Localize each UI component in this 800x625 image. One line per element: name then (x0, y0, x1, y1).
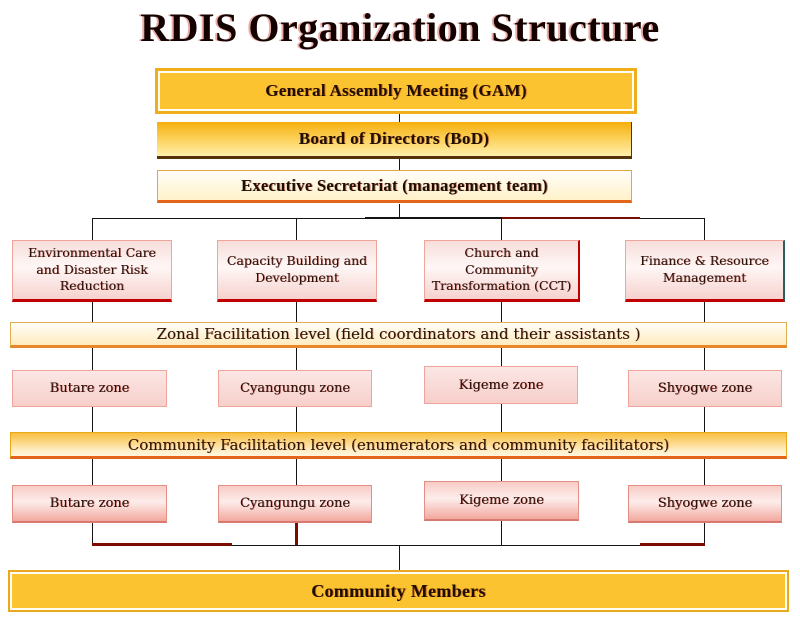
connector-exec-drop (399, 204, 400, 218)
box-executive-secretariat: Executive Secretariat (management team) (157, 170, 632, 203)
connector-bottom-rail-red-left (92, 543, 232, 546)
connector-zonal-zone1-3 (501, 348, 502, 366)
box-dept-environment: Environmental Care and Disaster Risk Red… (12, 240, 172, 302)
connector-drop-dept-2 (296, 218, 297, 240)
box-dept-cct-label: Church and Community Transformation (CCT… (431, 244, 572, 294)
box-zone1-shyogwe-label: Shyogwe zone (657, 381, 753, 396)
bar-community-facilitation: Community Facilitation level (enumerator… (10, 432, 787, 459)
connector-bottom-center-drop (399, 545, 400, 570)
box-board-of-directors-label: Board of Directors (BoD) (298, 129, 490, 148)
box-zone2-shyogwe-label: Shyogwe zone (657, 496, 753, 511)
box-dept-environment-label: Environmental Care and Disaster Risk Red… (28, 244, 156, 294)
box-zone1-kigeme: Kigeme zone (424, 366, 578, 404)
box-community-members-label: Community Members (311, 580, 486, 601)
box-zone2-kigeme-label: Kigeme zone (459, 493, 544, 508)
box-zone1-cyangungu-label: Cyangungu zone (239, 381, 351, 396)
connector-top-rail-thick (365, 217, 502, 219)
connector-bottom-rail-red-right (640, 543, 705, 546)
connector-zone1-comm-3 (501, 404, 502, 432)
box-executive-secretariat-label: Executive Secretariat (management team) (241, 175, 548, 195)
connector-dept-zonal-3 (501, 302, 502, 322)
connector-comm-zone2-3 (501, 459, 502, 481)
box-dept-finance-label: Finance & Resource Management (640, 253, 769, 285)
connector-zone2-bottom-2 (295, 523, 298, 545)
page-title: RDIS Organization Structure (140, 5, 660, 50)
box-zone2-cyangungu-label: Cyangungu zone (239, 496, 351, 511)
connector-drop-dept-3 (501, 218, 502, 240)
connector-zone1-comm-2 (296, 407, 297, 432)
connector-drop-dept-1 (92, 218, 93, 240)
connector-bod-exec (399, 159, 400, 170)
bar-zonal-facilitation: Zonal Facilitation level (field coordina… (10, 322, 787, 348)
connector-gam-bod (399, 114, 400, 122)
box-zone1-shyogwe: Shyogwe zone (628, 370, 782, 407)
box-zone2-cyangungu: Cyangungu zone (218, 485, 372, 523)
box-zone1-butare: Butare zone (12, 370, 167, 407)
connector-zonal-zone1-2 (296, 348, 297, 370)
connector-zone2-bottom-1 (92, 523, 93, 545)
bar-zonal-facilitation-label: Zonal Facilitation level (field coordina… (156, 325, 641, 343)
box-dept-capacity: Capacity Building and Development (217, 240, 377, 302)
box-zone2-butare-label: Butare zone (49, 496, 130, 511)
box-zone1-cyangungu: Cyangungu zone (218, 370, 372, 407)
bar-community-facilitation-label: Community Facilitation level (enumerator… (127, 435, 670, 454)
connector-comm-zone2-4 (704, 459, 705, 485)
box-zone2-shyogwe: Shyogwe zone (628, 485, 782, 523)
connector-drop-dept-4 (704, 218, 705, 240)
box-community-members: Community Members (8, 570, 789, 612)
connector-top-rail-red (502, 217, 640, 219)
box-dept-capacity-label: Capacity Building and Development (226, 253, 368, 285)
connector-comm-zone2-2 (296, 459, 297, 485)
box-board-of-directors: Board of Directors (BoD) (157, 122, 632, 159)
box-general-assembly-label: General Assembly Meeting (GAM) (265, 81, 527, 100)
box-zone2-butare: Butare zone (12, 485, 167, 523)
connector-dept-zonal-2 (296, 302, 297, 322)
connector-zone2-bottom-3 (501, 521, 502, 545)
connector-dept-zonal-4 (704, 302, 705, 322)
connector-zonal-zone1-1 (92, 348, 93, 370)
connector-bottom-rail (92, 545, 705, 546)
connector-dept-zonal-1 (92, 302, 93, 322)
connector-comm-zone2-1 (92, 459, 93, 485)
box-zone2-kigeme: Kigeme zone (424, 481, 579, 521)
connector-zone2-bottom-4 (704, 523, 705, 545)
box-general-assembly: General Assembly Meeting (GAM) (155, 68, 637, 114)
connector-zone1-comm-1 (92, 407, 93, 432)
box-zone1-kigeme-label: Kigeme zone (458, 377, 544, 393)
box-dept-cct: Church and Community Transformation (CCT… (424, 240, 580, 302)
connector-zonal-zone1-4 (704, 348, 705, 370)
box-zone1-butare-label: Butare zone (49, 381, 130, 396)
connector-zone1-comm-4 (704, 407, 705, 432)
box-dept-finance: Finance & Resource Management (625, 240, 785, 302)
